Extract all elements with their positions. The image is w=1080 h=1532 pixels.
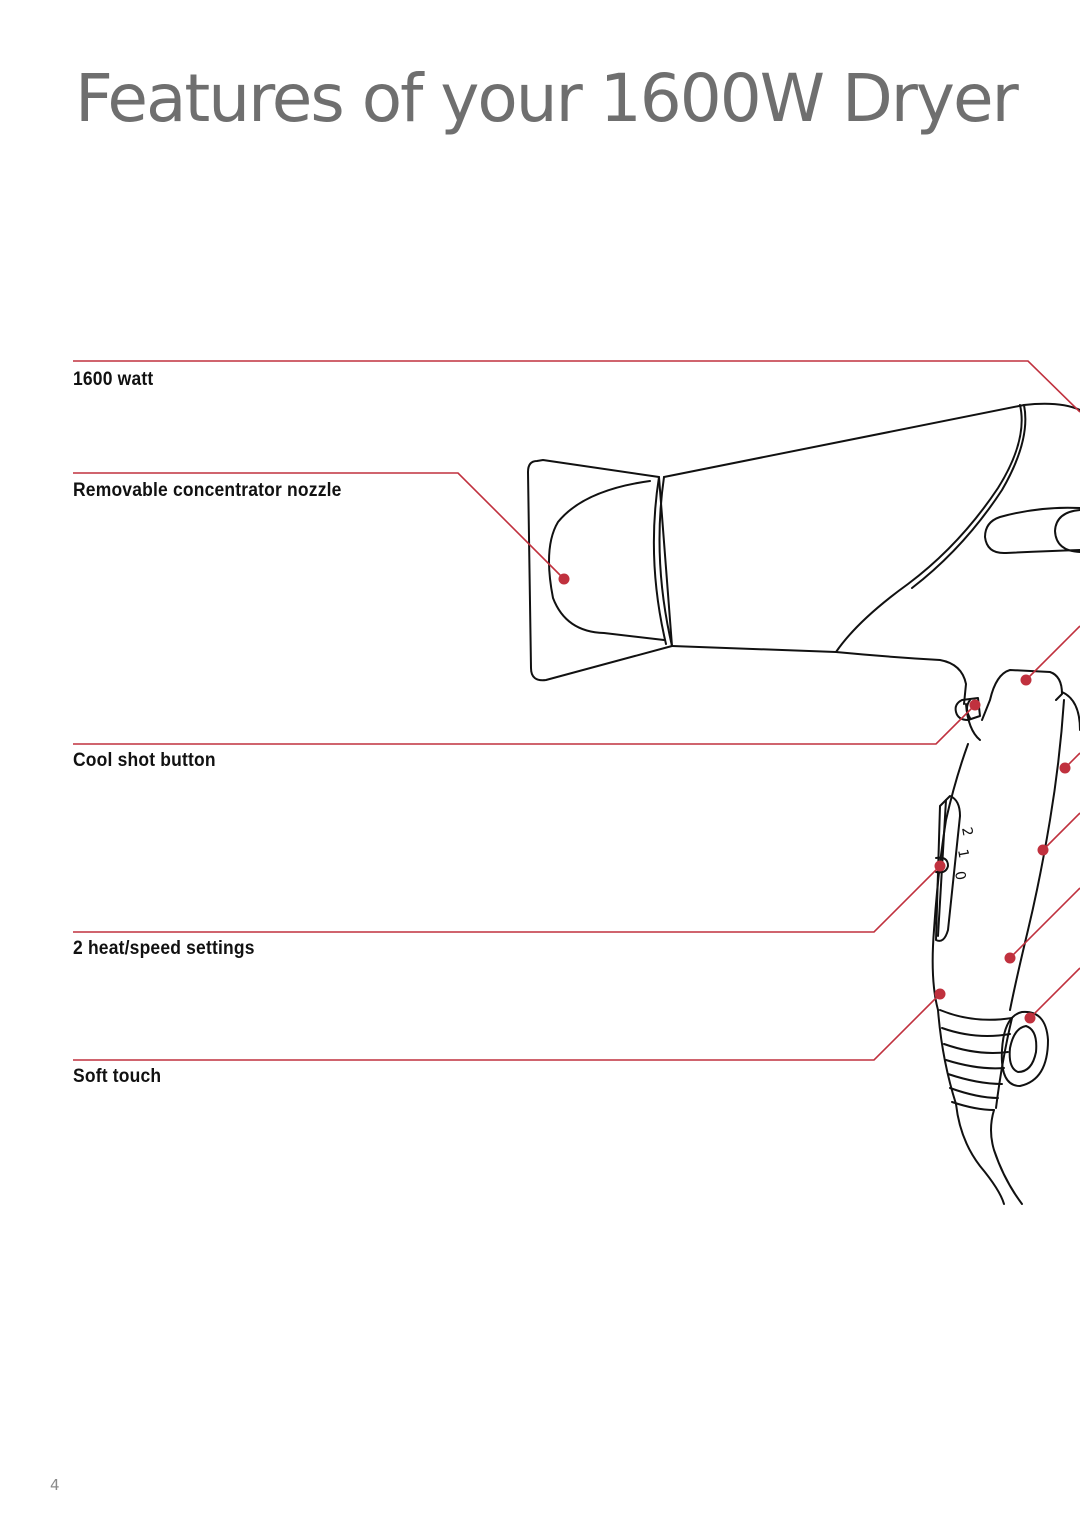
rear-vent <box>984 506 1080 555</box>
leader-line-right-4 <box>1009 887 1080 959</box>
marker-settings <box>934 860 946 872</box>
nozzle-inner-contour <box>548 480 665 641</box>
leader-line-wattage <box>73 360 1080 413</box>
svg-text:0: 0 <box>951 870 968 882</box>
feature-label-soft-touch: Soft touch <box>73 1066 162 1087</box>
leader-line-right-5 <box>1029 967 1080 1019</box>
marker-cool-shot <box>969 699 981 711</box>
feature-label-settings: 2 heat/speed settings <box>73 938 255 959</box>
leader-line-cool-shot <box>73 704 976 745</box>
feature-label-wattage: 1600 watt <box>73 369 154 390</box>
marker-nozzle <box>558 573 570 585</box>
svg-text:1: 1 <box>954 848 971 860</box>
page-number: 4 <box>50 1476 60 1494</box>
leader-line-right-3 <box>1042 812 1080 851</box>
marker-right-2 <box>1059 762 1071 774</box>
marker-soft-touch <box>934 988 946 1000</box>
marker-right-5 <box>1024 1012 1036 1024</box>
marker-right-3 <box>1037 844 1049 856</box>
callout-markers <box>558 573 1071 1024</box>
leader-line-right-1 <box>1025 625 1080 681</box>
leader-line-nozzle <box>73 472 565 580</box>
feature-label-cool-shot: Cool shot button <box>73 750 216 771</box>
hang-loop <box>1000 1010 1049 1087</box>
svg-text:2: 2 <box>958 826 975 838</box>
marker-right-4 <box>1004 952 1016 964</box>
leader-lines <box>73 360 1080 1061</box>
hair-dryer-illustration: 2 1 0 <box>527 402 1080 1205</box>
nozzle-outline <box>527 459 673 682</box>
power-cord <box>955 1103 1005 1205</box>
cord-guard <box>939 1009 1013 1021</box>
page-title: Features of your 1600W Dryer <box>75 60 1019 137</box>
switch-recess <box>935 795 961 942</box>
feature-label-nozzle: Removable concentrator nozzle <box>73 480 342 501</box>
leader-line-soft-touch <box>73 993 941 1061</box>
marker-right-1 <box>1020 674 1032 686</box>
leader-line-settings <box>73 865 941 933</box>
dryer-body <box>663 402 1080 478</box>
